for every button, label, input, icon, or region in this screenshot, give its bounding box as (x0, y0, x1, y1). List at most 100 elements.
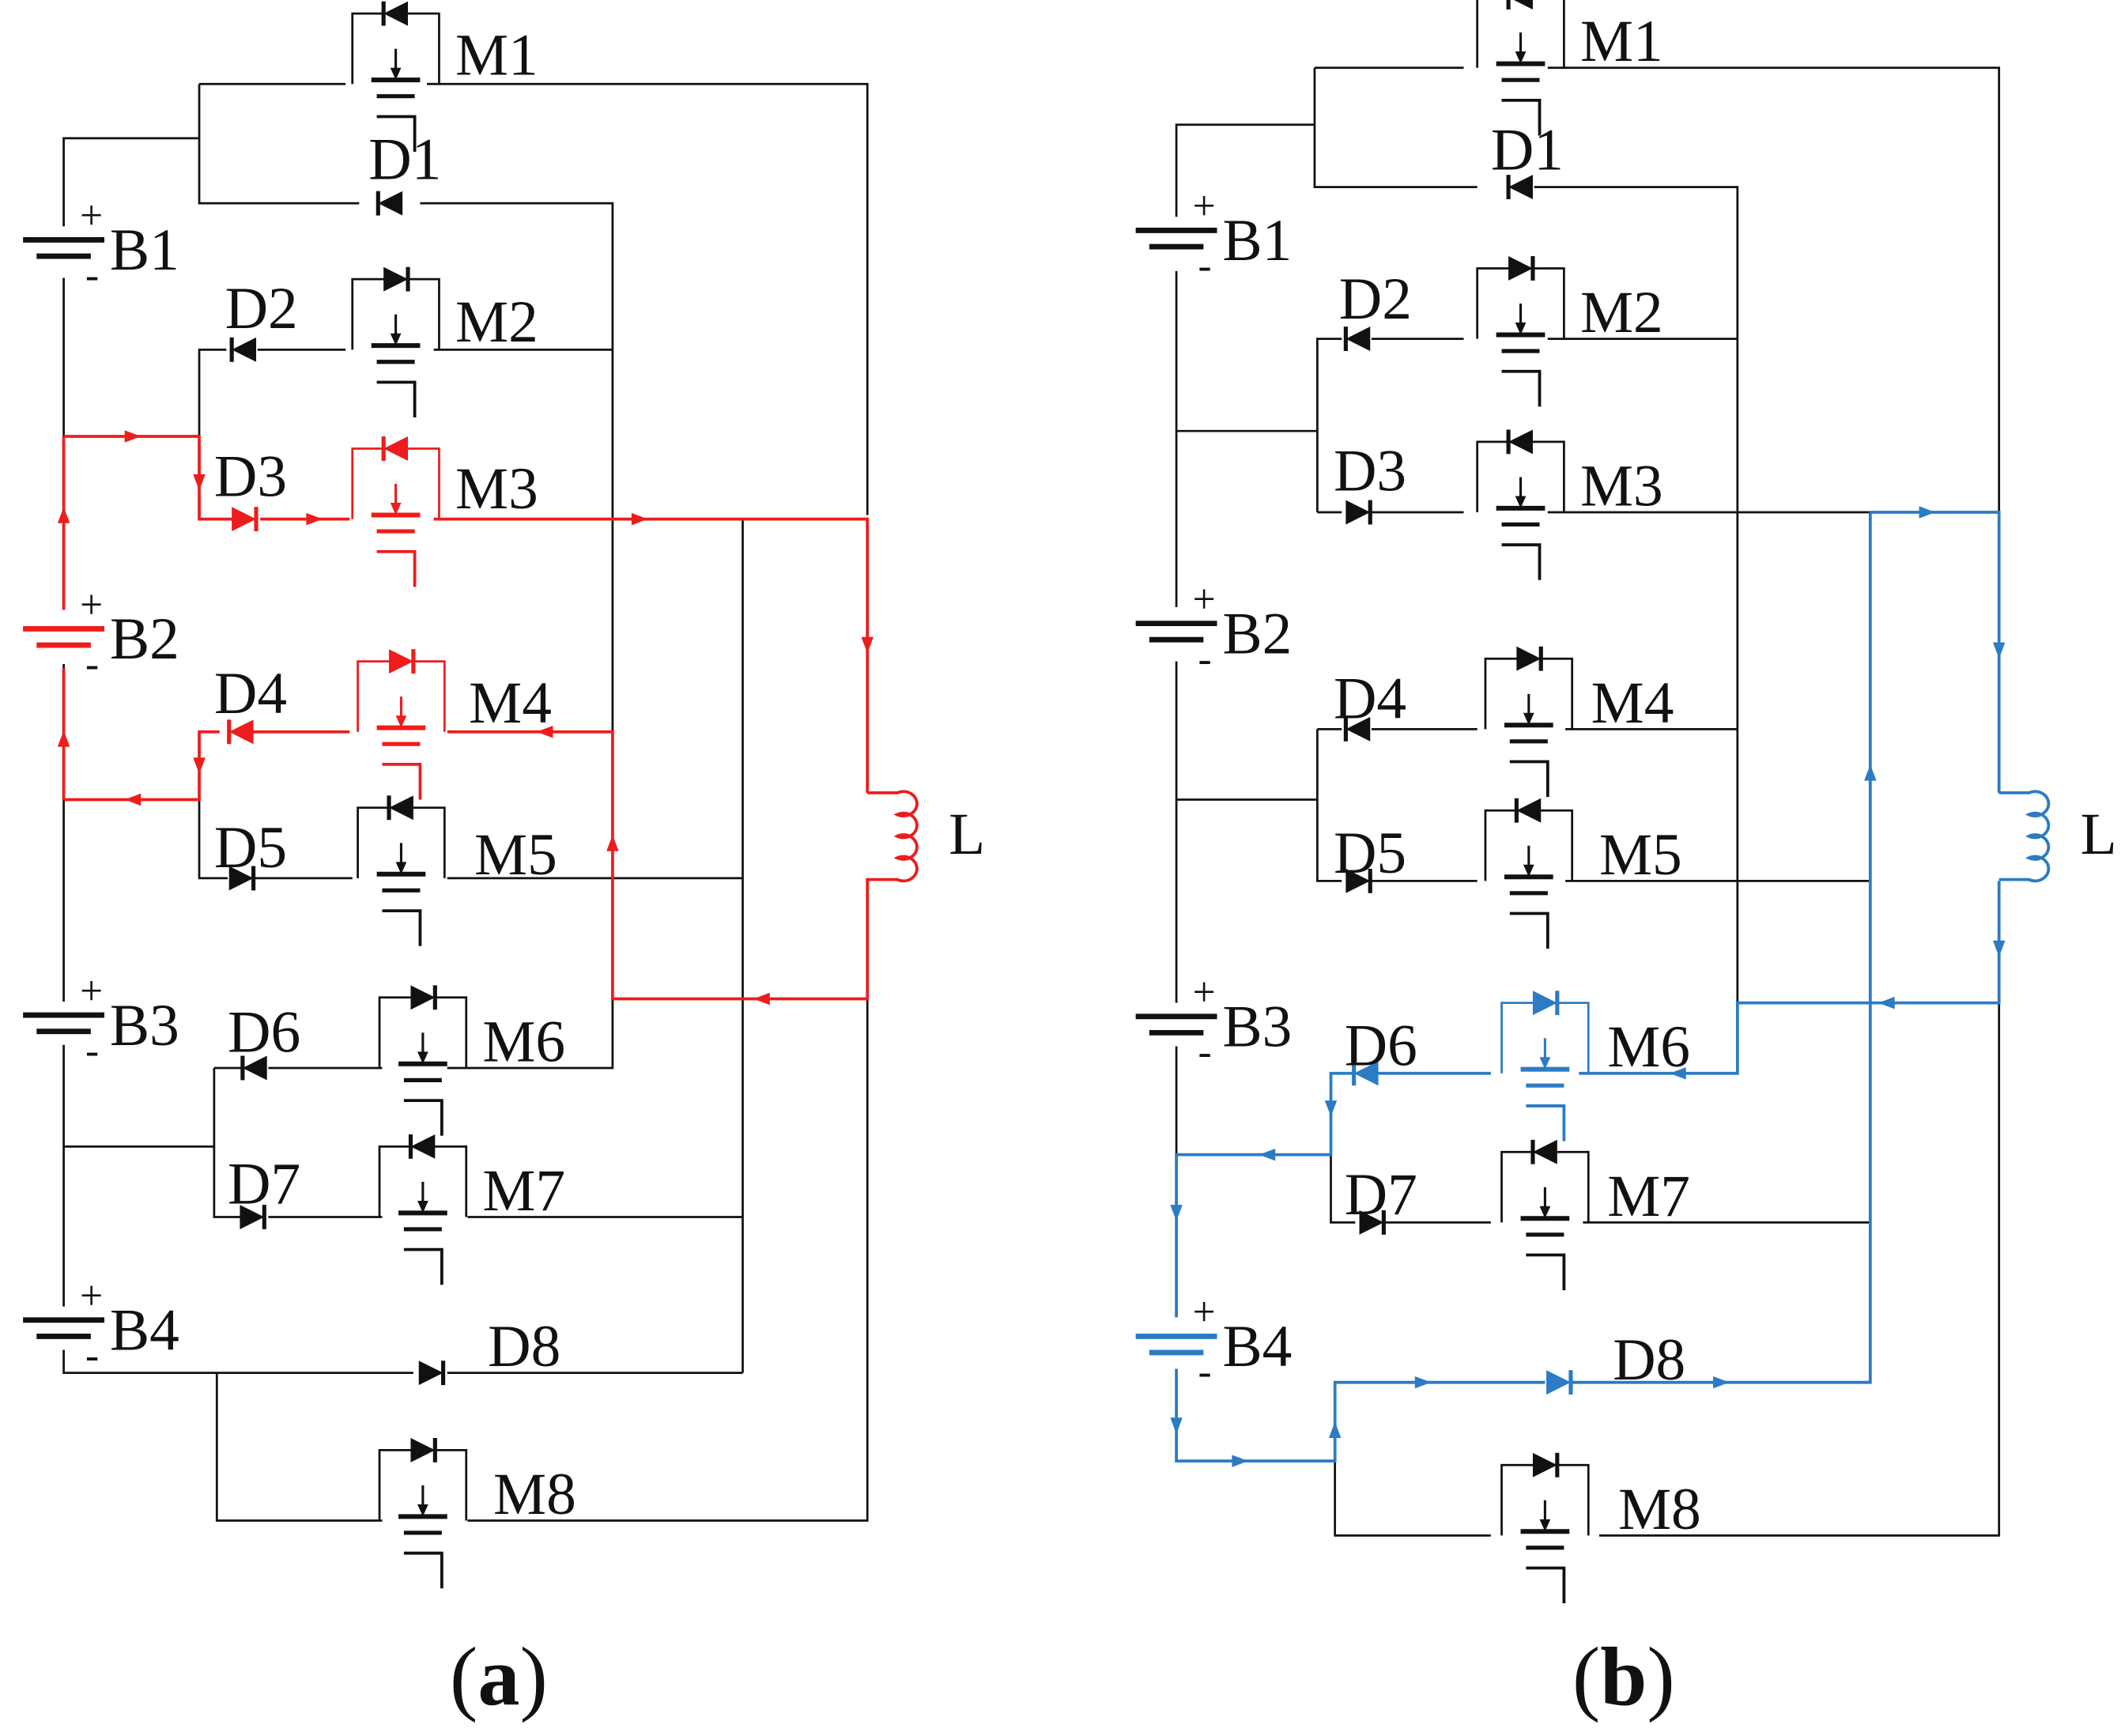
diode-symbol (381, 1, 409, 26)
diode-label: D1 (1491, 117, 1564, 183)
diode-label: D6 (1345, 1013, 1417, 1079)
battery-label: B1 (1222, 208, 1292, 274)
diode-label: D3 (214, 443, 287, 509)
diode-symbol (240, 1205, 266, 1229)
panel-a: D1D2D3D4D5D6D7D8M1M2M3M4M5M6M7M8+-B1+-B2… (23, 1, 985, 1589)
diode-symbol (229, 337, 257, 362)
battery-minus: - (1198, 1030, 1212, 1075)
flow-arrow (536, 726, 553, 738)
battery-b1 (23, 226, 105, 270)
diode-symbol (1359, 1210, 1386, 1235)
battery-label: B2 (1222, 601, 1292, 666)
gate-wire (403, 1551, 443, 1589)
battery-minus: - (85, 253, 99, 298)
diode-symbol (376, 191, 403, 216)
flow-arrow (753, 992, 770, 1006)
current-path (63, 435, 233, 521)
inductor (1998, 790, 2051, 883)
diode-label: D5 (214, 815, 287, 881)
diode-symbol (387, 795, 413, 821)
diode-symbol (1508, 256, 1535, 281)
current-path (1870, 511, 2001, 793)
wire (198, 348, 227, 437)
mosfet-label: M3 (1580, 453, 1663, 519)
wire (213, 1067, 242, 1218)
battery-label: B1 (110, 217, 179, 283)
wire (198, 799, 228, 880)
flow-arrow (1712, 1376, 1730, 1389)
flow-arrow (861, 636, 874, 654)
gate-wire (382, 763, 422, 800)
current-path (1175, 1368, 1545, 1462)
mosfet-m6 (378, 985, 468, 1136)
diode-symbol (408, 1134, 436, 1159)
diode-symbol (227, 719, 254, 745)
wire (467, 998, 869, 1522)
diode-label: D2 (225, 276, 298, 342)
diode-label: D2 (1339, 266, 1412, 332)
battery-plus: + (80, 583, 103, 628)
mosfet-label: M8 (493, 1462, 576, 1527)
battery-label: B3 (1222, 994, 1292, 1060)
mosfet-label: M6 (1607, 1014, 1690, 1080)
mosfet-m7 (378, 1134, 468, 1285)
gate-wire (1501, 543, 1542, 580)
battery-plus: + (1193, 1290, 1216, 1335)
diode-symbol (1530, 1139, 1557, 1164)
flow-arrow (1232, 1455, 1248, 1467)
wire (215, 1372, 383, 1522)
diode-label: D7 (1345, 1162, 1417, 1228)
battery-b2 (23, 615, 105, 659)
gate-wire (1526, 1566, 1566, 1604)
diode-label: D6 (228, 999, 300, 1065)
wire (420, 202, 614, 1070)
diode-symbol (410, 1437, 437, 1462)
battery-minus: - (85, 1028, 99, 1074)
mosfet-m5 (357, 795, 446, 946)
flow-arrow (193, 757, 206, 774)
battery-b4 (1135, 1323, 1217, 1367)
battery-plus: + (1193, 577, 1216, 622)
mosfet-m5 (1484, 798, 1574, 949)
diode-symbol (1506, 175, 1533, 200)
diode-symbol (1345, 868, 1372, 893)
battery-minus: - (1198, 243, 1212, 289)
mosfet-label: M4 (1591, 670, 1674, 736)
battery-label: B3 (110, 993, 179, 1059)
inductor (867, 790, 919, 883)
current-path (433, 517, 870, 793)
wire (62, 1348, 413, 1375)
flow-arrow (1170, 1417, 1183, 1434)
wire (1175, 123, 1315, 217)
wire (62, 137, 200, 228)
gate-wire (376, 115, 417, 153)
mosfet-label: M5 (474, 822, 557, 888)
flow-arrow (124, 430, 142, 443)
inductor-coil (867, 790, 919, 883)
mosfet-label: M2 (455, 289, 538, 355)
battery-plus: + (80, 968, 103, 1013)
mosfet-label: M7 (482, 1158, 565, 1224)
mosfet-m6 (1500, 991, 1590, 1142)
wire (1598, 1002, 2001, 1537)
wire (1313, 67, 1478, 188)
mosfet-label: M1 (1580, 9, 1663, 74)
mosfet-label: M4 (469, 670, 552, 736)
mosfet-m2 (1476, 256, 1565, 407)
diode-label: D1 (368, 126, 441, 192)
diode-symbol (232, 507, 259, 532)
wire (1534, 186, 1739, 1003)
inductor-coil (1998, 790, 2051, 883)
battery-b2 (1135, 609, 1217, 654)
battery-label: B4 (110, 1298, 179, 1364)
diode-symbol (1506, 0, 1533, 10)
flow-arrow (631, 512, 648, 526)
mosfet-m4 (357, 649, 446, 800)
diode-symbol (1345, 500, 1372, 525)
wire (1547, 66, 2001, 513)
flow-arrow (1414, 1376, 1432, 1389)
diode-symbol (383, 266, 410, 292)
diode-label: D8 (488, 1314, 560, 1379)
battery-b3 (23, 1001, 105, 1045)
gate-wire (1501, 98, 1542, 136)
